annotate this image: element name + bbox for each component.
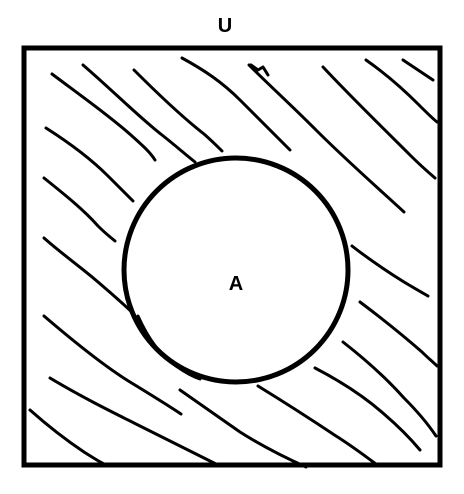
set-label: A <box>229 273 243 295</box>
universe-rectangle <box>21 45 443 468</box>
hatch-line <box>42 236 140 320</box>
hatch-line <box>44 126 135 203</box>
hatch-line <box>50 72 157 162</box>
hatch-line <box>313 366 422 452</box>
hatch-line <box>341 340 438 438</box>
hatch-line <box>256 384 378 466</box>
hatch-line <box>28 408 106 466</box>
set-a-circle <box>121 155 351 385</box>
hatch-line <box>350 244 430 298</box>
hatch-line <box>178 388 308 469</box>
hatch-line <box>364 58 439 124</box>
hatch-line <box>48 376 222 468</box>
hatch-line <box>81 63 197 164</box>
hatch-line <box>42 176 117 243</box>
hatch-line <box>180 56 292 152</box>
universe-label: U <box>218 15 232 37</box>
hatch-line <box>401 58 435 82</box>
hatch-line <box>247 63 406 214</box>
hatch-line <box>358 300 439 368</box>
hatch-line <box>42 314 183 416</box>
hatch-line <box>249 63 270 77</box>
hatch-line <box>132 68 224 153</box>
circle-overlap-stroke <box>136 314 202 381</box>
hatch-line <box>321 65 437 180</box>
